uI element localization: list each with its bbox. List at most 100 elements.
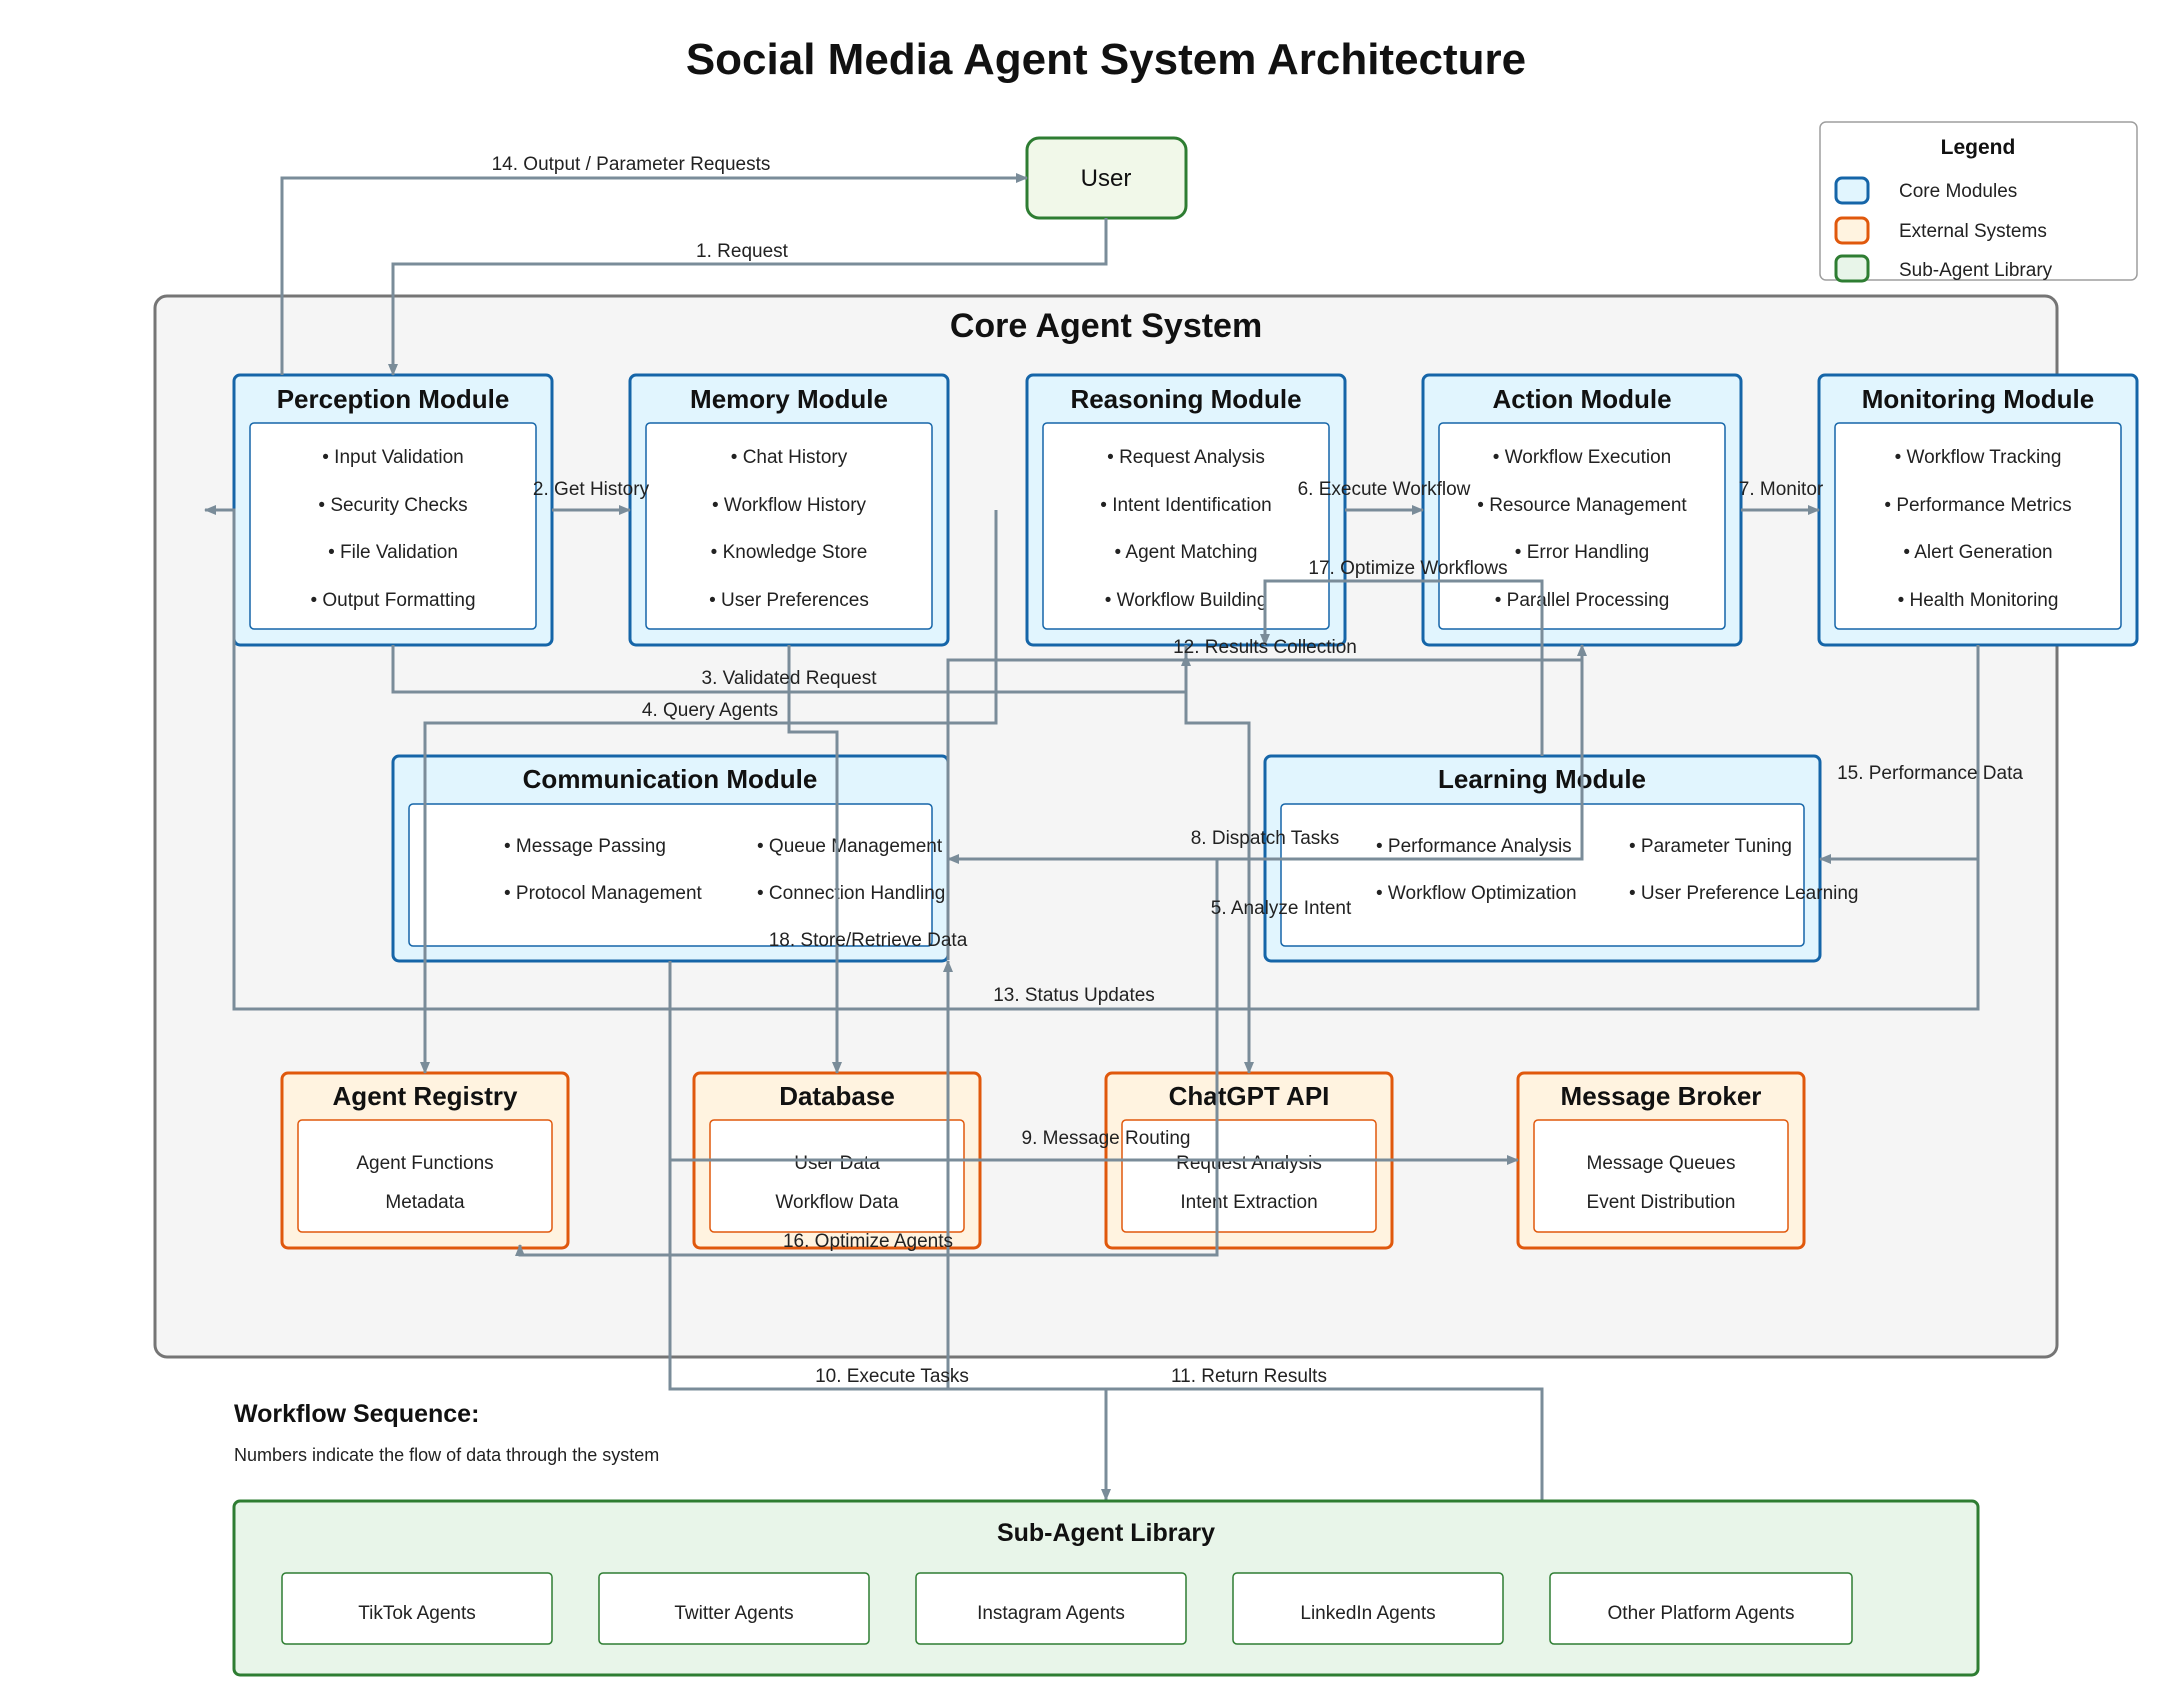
flow-label-9: 9. Message Routing xyxy=(1022,1128,1191,1149)
flow-arrows xyxy=(204,173,1980,1501)
module-title: Monitoring Module xyxy=(1862,384,2095,414)
flow-arrow-8 xyxy=(947,645,1584,864)
library-agent-twitter[interactable]: Twitter Agents xyxy=(598,1572,870,1645)
external-item: Request Analysis xyxy=(1176,1153,1322,1174)
agent-registry[interactable]: Agent Registry Agent Functions Metadata xyxy=(280,1071,570,1250)
diagram-title: Social Media Agent System Architecture xyxy=(686,35,1526,84)
module-item: • Error Handling xyxy=(1515,542,1649,563)
module-title: Communication Module xyxy=(523,764,818,794)
flow-label-8: 8. Dispatch Tasks xyxy=(1191,828,1340,849)
legend-title: Legend xyxy=(1941,136,2016,159)
flow-label-13: 13. Status Updates xyxy=(993,985,1155,1006)
library-agent-label: TikTok Agents xyxy=(358,1603,476,1624)
library-title: Sub-Agent Library xyxy=(997,1519,1215,1547)
module-title: Learning Module xyxy=(1438,764,1646,794)
flow-arrow-1 xyxy=(388,218,1108,376)
flow-arrow-16 xyxy=(515,859,1219,1257)
legend-item-core: Core Modules xyxy=(1899,181,2017,202)
flow-arrow-5 xyxy=(1184,645,1254,1074)
external-title: Database xyxy=(779,1081,895,1111)
module-item: • Output Formatting xyxy=(310,590,475,611)
perception-module[interactable]: Perception Module • Input Validation • S… xyxy=(232,373,554,647)
communication-module[interactable]: Communication Module • Message Passing •… xyxy=(391,754,950,963)
reasoning-module[interactable]: Reasoning Module • Request Analysis • In… xyxy=(1025,373,1347,647)
external-item: Message Queues xyxy=(1587,1153,1736,1174)
library-agent-label: Other Platform Agents xyxy=(1608,1603,1795,1624)
flow-label-4: 4. Query Agents xyxy=(642,700,778,721)
module-item: • Workflow Building xyxy=(1105,590,1268,611)
flow-label-7: 7. Monitor xyxy=(1739,479,1824,500)
flow-arrow-18 xyxy=(787,645,842,1074)
library-agent-label: LinkedIn Agents xyxy=(1300,1603,1435,1624)
module-item: • Knowledge Store xyxy=(711,542,868,563)
module-item: • Parallel Processing xyxy=(1495,590,1670,611)
module-item: • Agent Matching xyxy=(1115,542,1258,563)
flow-arrow-13 xyxy=(204,505,1980,1011)
user-node[interactable]: User xyxy=(1025,136,1188,220)
module-item: • Protocol Management xyxy=(504,883,703,904)
external-title: Agent Registry xyxy=(333,1081,518,1111)
workflow-title: Workflow Sequence: xyxy=(234,1400,479,1428)
legend-swatch-library xyxy=(1834,254,1870,283)
module-title: Perception Module xyxy=(277,384,510,414)
module-item: • Message Passing xyxy=(504,836,666,857)
flow-label-2: 2. Get History xyxy=(533,479,650,500)
user-label: User xyxy=(1081,165,1132,192)
legend-item-external: External Systems xyxy=(1899,221,2047,242)
flow-label-3: 3. Validated Request xyxy=(702,668,878,689)
flow-arrow-10 xyxy=(668,1160,1111,1501)
module-item: • Workflow Optimization xyxy=(1376,883,1577,904)
flow-arrow-14 xyxy=(280,173,1028,375)
module-title: Memory Module xyxy=(690,384,888,414)
message-broker[interactable]: Message Broker Message Queues Event Dist… xyxy=(1516,1071,1806,1250)
module-item: • Workflow History xyxy=(712,495,867,516)
module-item: • Connection Handling xyxy=(757,883,945,904)
flow-label-15: 15. Performance Data xyxy=(1837,763,2023,784)
module-item: • Intent Identification xyxy=(1100,495,1271,516)
module-title: Reasoning Module xyxy=(1070,384,1301,414)
module-item: • Request Analysis xyxy=(1107,447,1265,468)
external-title: ChatGPT API xyxy=(1169,1081,1330,1111)
external-item: Metadata xyxy=(385,1192,465,1213)
library-agent-tiktok[interactable]: TikTok Agents xyxy=(281,1572,553,1645)
module-item: • Input Validation xyxy=(322,447,464,468)
monitoring-module[interactable]: Monitoring Module • Workflow Tracking • … xyxy=(1817,373,2139,647)
flow-label-17: 17. Optimize Workflows xyxy=(1308,558,1507,579)
external-item: Event Distribution xyxy=(1587,1192,1736,1213)
legend-swatch-external xyxy=(1834,216,1870,245)
module-item: • Security Checks xyxy=(318,495,467,516)
module-item: • Parameter Tuning xyxy=(1629,836,1792,857)
flow-label-10: 10. Execute Tasks xyxy=(815,1366,969,1387)
flow-arrow-15 xyxy=(1819,645,1980,864)
library-agent-instagram[interactable]: Instagram Agents xyxy=(915,1572,1187,1645)
module-item: • Resource Management xyxy=(1477,495,1687,516)
library-agent-label: Twitter Agents xyxy=(674,1603,793,1624)
flow-label-1: 1. Request xyxy=(696,241,789,262)
action-module[interactable]: Action Module • Workflow Execution • Res… xyxy=(1421,373,1743,647)
library-agent-linkedin[interactable]: LinkedIn Agents xyxy=(1232,1572,1504,1645)
module-item: • Workflow Execution xyxy=(1493,447,1671,468)
flow-label-5: 5. Analyze Intent xyxy=(1211,898,1352,919)
module-item: • Alert Generation xyxy=(1903,542,2052,563)
legend-swatch-core xyxy=(1834,176,1870,205)
module-item: • Performance Metrics xyxy=(1884,495,2071,516)
memory-module[interactable]: Memory Module • Chat History • Workflow … xyxy=(628,373,950,647)
library-agent-other[interactable]: Other Platform Agents xyxy=(1549,1572,1853,1645)
flow-label-18: 18. Store/Retrieve Data xyxy=(769,930,968,951)
module-item: • Queue Management xyxy=(757,836,943,857)
flow-label-12: 12. Results Collection xyxy=(1173,637,1357,658)
module-item: • Health Monitoring xyxy=(1898,590,2059,611)
module-item: • User Preferences xyxy=(709,590,869,611)
flow-label-16: 16. Optimize Agents xyxy=(783,1231,953,1252)
module-item: • User Preference Learning xyxy=(1629,883,1859,904)
external-title: Message Broker xyxy=(1561,1081,1762,1111)
flow-arrow-17 xyxy=(1260,579,1544,756)
external-item: User Data xyxy=(794,1153,880,1174)
module-title: Action Module xyxy=(1492,384,1671,414)
flow-arrow-11 xyxy=(943,960,1544,1500)
flow-arrow-4 xyxy=(420,510,998,1074)
external-item: Agent Functions xyxy=(356,1153,493,1174)
library-agent-label: Instagram Agents xyxy=(977,1603,1125,1624)
module-item: • Chat History xyxy=(731,447,848,468)
legend: Legend Core Modules External Systems Sub… xyxy=(1819,121,2138,283)
